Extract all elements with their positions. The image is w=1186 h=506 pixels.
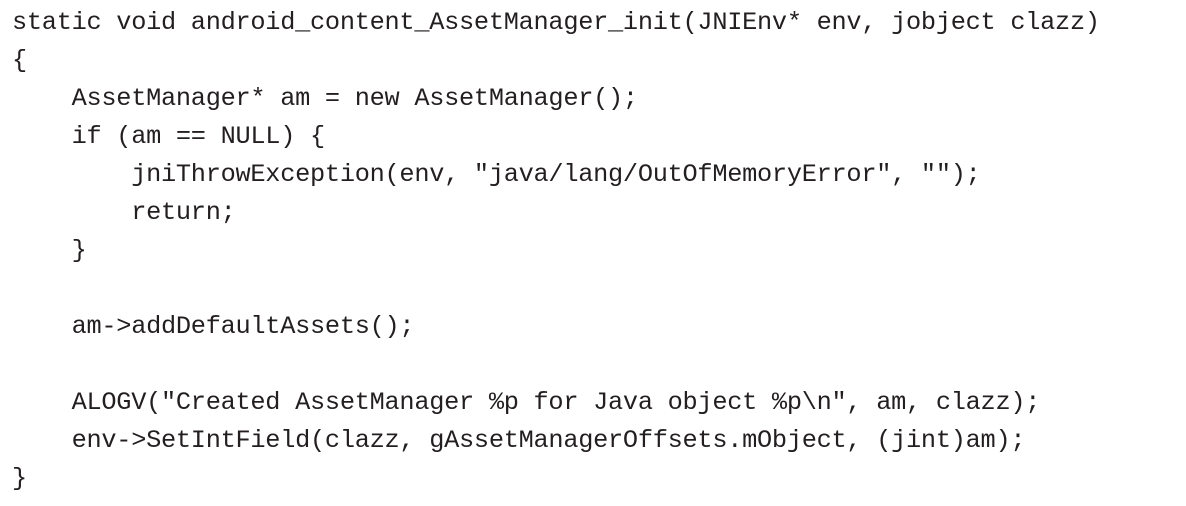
code-line: return; (12, 198, 236, 227)
code-line: am->addDefaultAssets(); (12, 312, 415, 341)
code-line: } (12, 236, 87, 265)
code-line: AssetManager* am = new AssetManager(); (12, 84, 639, 113)
code-line-blank (12, 346, 1100, 384)
code-line: ALOGV("Created AssetManager %p for Java … (12, 388, 1041, 417)
code-line: jniThrowException(env, "java/lang/OutOfM… (12, 160, 981, 189)
code-line: env->SetIntField(clazz, gAssetManagerOff… (12, 426, 1026, 455)
code-line: if (am == NULL) { (12, 122, 326, 151)
code-listing: static void android_content_AssetManager… (12, 4, 1100, 498)
code-line: { (12, 46, 27, 75)
code-line-blank (12, 270, 1100, 308)
code-line: } (12, 464, 27, 493)
code-line: static void android_content_AssetManager… (12, 8, 1100, 37)
